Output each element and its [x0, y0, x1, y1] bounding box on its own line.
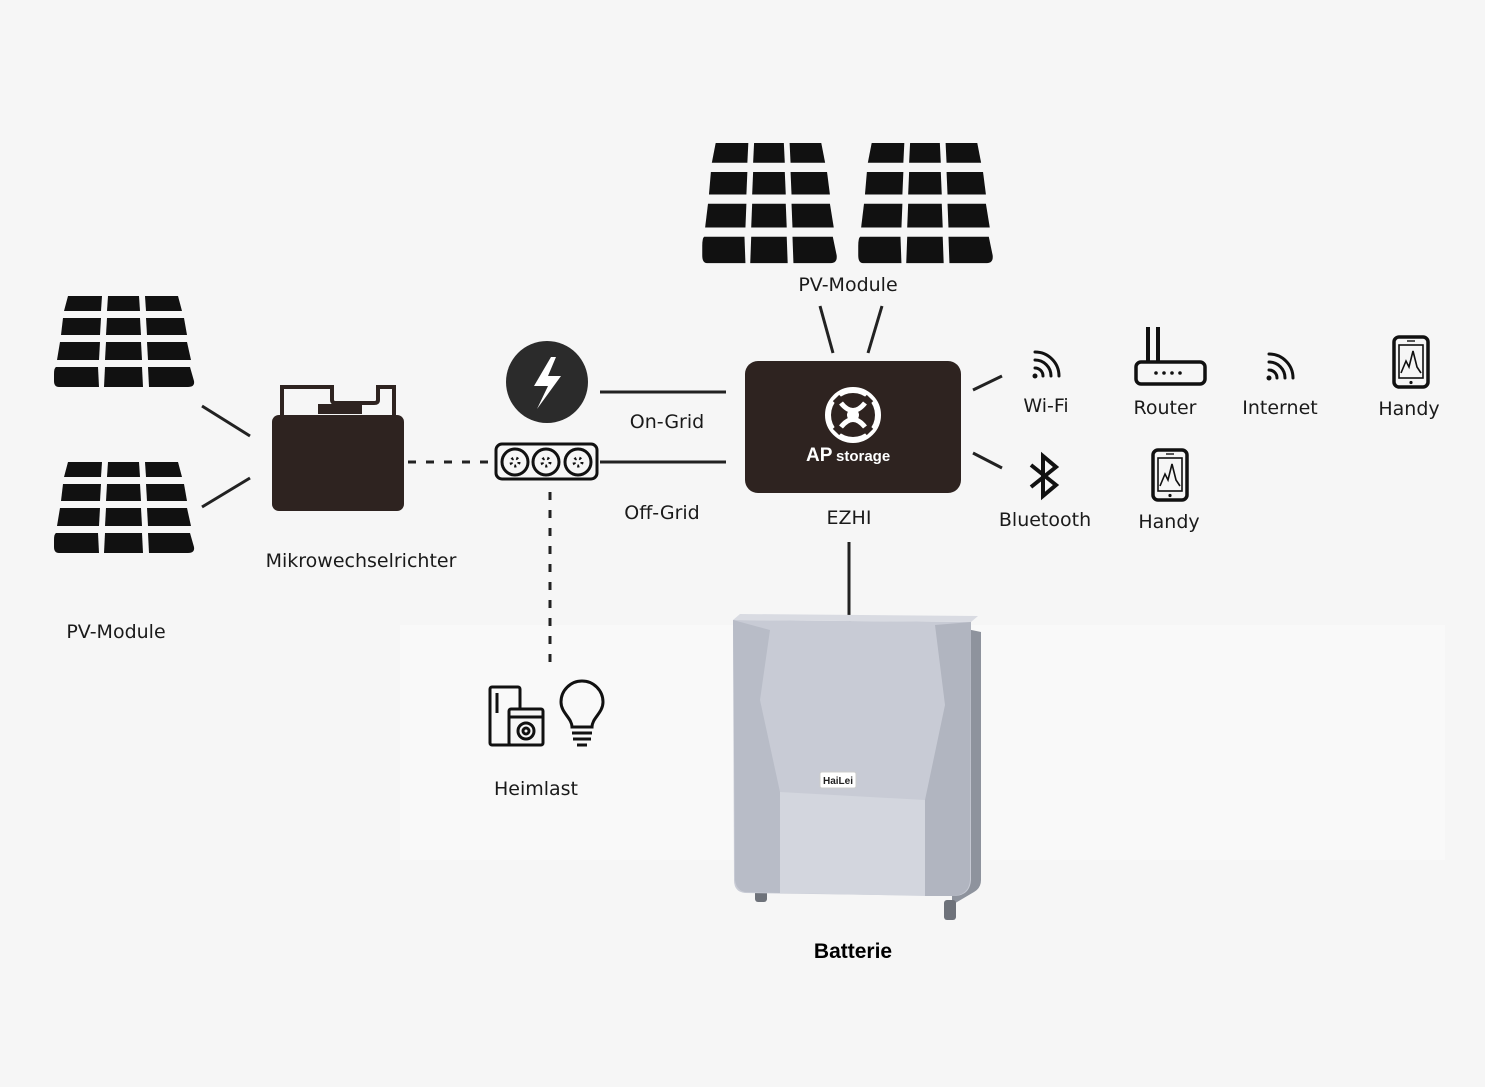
ezhi-body [745, 361, 961, 493]
battery-brand-label: HaiLei [823, 776, 853, 787]
apstorage-logo-storage: storage [836, 448, 890, 465]
label-home-load: Heimlast [493, 778, 579, 800]
lightning-bolt-icon [506, 341, 588, 423]
label-ezhi: EZHI [826, 507, 872, 529]
ezhi-device: AP storage [745, 361, 961, 493]
line-pv-top-right [866, 305, 884, 354]
label-pv-module-top: PV-Module [798, 274, 898, 296]
line-pv-upper-to-inverter [201, 404, 251, 438]
label-internet: Internet [1242, 397, 1318, 419]
apstorage-logo-ap: AP [806, 445, 833, 466]
line-ezhi-to-wifi [972, 374, 1003, 392]
line-ezhi-to-bluetooth [972, 451, 1003, 470]
router-icon [1134, 327, 1207, 386]
wifi-icon [1031, 350, 1061, 380]
battery-device: HaiLei [733, 614, 981, 920]
label-wifi: Wi-Fi [1023, 395, 1069, 417]
smartphone-icon [1151, 448, 1189, 502]
solar-panel-icon [858, 143, 993, 264]
light-bulb-icon [559, 679, 605, 747]
line-pv-lower-to-inverter [201, 476, 251, 509]
microinverter-device [272, 385, 404, 511]
power-strip-icon [494, 442, 599, 481]
label-router: Router [1133, 397, 1197, 419]
label-on-grid: On-Grid [629, 411, 705, 433]
smartphone-icon [1392, 335, 1430, 389]
apstorage-logo-icon [825, 387, 881, 443]
line-pv-top-left [818, 305, 835, 354]
solar-panel-icon [54, 296, 195, 387]
label-microinverter: Mikrowechselrichter [265, 550, 457, 572]
label-off-grid: Off-Grid [624, 502, 700, 524]
label-bluetooth: Bluetooth [998, 509, 1092, 531]
connection-lines [201, 305, 1003, 668]
solar-panel-icon [54, 462, 195, 553]
fridge-washer-icon [488, 685, 545, 747]
label-battery: Batterie [813, 940, 893, 963]
bluetooth-icon [1029, 451, 1060, 501]
label-pv-module-left: PV-Module [66, 621, 166, 643]
microinverter-body [272, 415, 404, 511]
solar-panel-icon [702, 143, 837, 264]
label-handy-bottom: Handy [1138, 511, 1200, 533]
label-handy-top: Handy [1378, 398, 1440, 420]
wifi-icon [1265, 352, 1295, 382]
